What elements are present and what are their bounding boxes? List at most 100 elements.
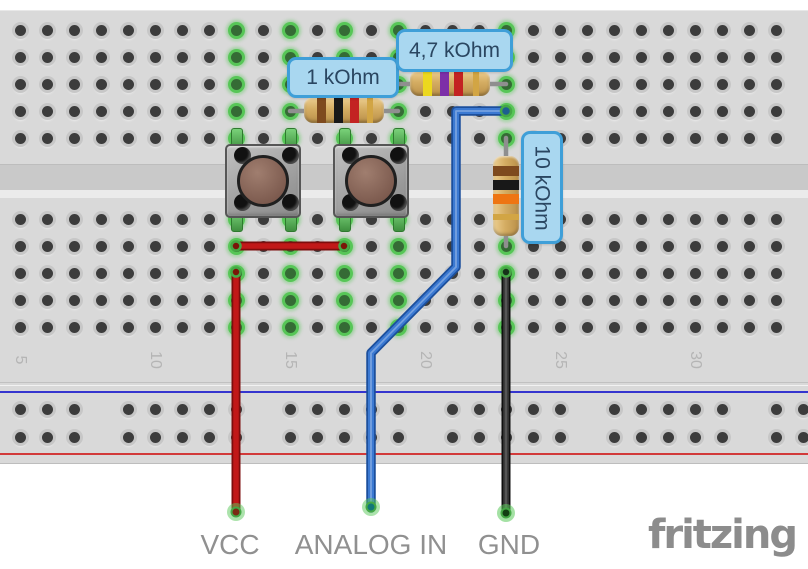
hole: [14, 321, 26, 333]
hole: [257, 321, 269, 333]
label-resistor-4k7[interactable]: 4,7 kOhm: [396, 29, 513, 72]
hole: [365, 321, 377, 333]
hole: [230, 267, 242, 279]
positive-rail-line: [0, 453, 808, 455]
hole: [338, 240, 350, 252]
resistor-10k[interactable]: [493, 156, 519, 236]
hole: [716, 132, 728, 144]
hole: [365, 24, 377, 36]
hole: [176, 403, 188, 415]
hole: [176, 51, 188, 63]
hole: [95, 24, 107, 36]
label-resistor-10k[interactable]: 10 kOhm: [521, 131, 563, 244]
resistor-1k[interactable]: [304, 97, 384, 123]
hole: [203, 213, 215, 225]
hole: [95, 267, 107, 279]
column-number: 15: [282, 351, 299, 369]
hole: [608, 431, 620, 443]
hole: [311, 213, 323, 225]
hole: [14, 105, 26, 117]
hole: [581, 294, 593, 306]
label-resistor-1k[interactable]: 1 kOhm: [287, 57, 399, 98]
hole: [68, 321, 80, 333]
hole: [743, 213, 755, 225]
hole: [122, 431, 134, 443]
hole: [41, 51, 53, 63]
hole: [14, 24, 26, 36]
hole: [149, 51, 161, 63]
band-red: [350, 97, 359, 123]
hole: [149, 132, 161, 144]
band-gold: [367, 97, 373, 123]
hole: [527, 431, 539, 443]
hole: [122, 213, 134, 225]
hole: [743, 105, 755, 117]
resistor-4k7[interactable]: [410, 70, 490, 96]
hole: [500, 105, 512, 117]
hole: [68, 213, 80, 225]
vcc-label: VCC: [200, 529, 260, 560]
hole: [635, 24, 647, 36]
hole: [176, 267, 188, 279]
hole: [149, 403, 161, 415]
hole: [554, 78, 566, 90]
hole: [635, 431, 647, 443]
hole: [14, 240, 26, 252]
hole: [608, 403, 620, 415]
hole: [41, 294, 53, 306]
hole: [176, 78, 188, 90]
hole: [743, 132, 755, 144]
hole: [41, 321, 53, 333]
label-text: 1 kOhm: [306, 65, 380, 89]
hole: [689, 240, 701, 252]
hole: [284, 294, 296, 306]
pushbutton-1[interactable]: [225, 144, 301, 218]
hole: [338, 267, 350, 279]
hole: [635, 240, 647, 252]
hole: [230, 78, 242, 90]
hole: [662, 51, 674, 63]
hole: [689, 294, 701, 306]
hole: [419, 132, 431, 144]
hole: [230, 431, 242, 443]
hole: [41, 267, 53, 279]
hole: [419, 105, 431, 117]
hole: [608, 321, 620, 333]
button-corner-contact: [281, 193, 299, 211]
hole: [257, 78, 269, 90]
hole: [122, 132, 134, 144]
hole: [365, 431, 377, 443]
hole: [149, 213, 161, 225]
hole: [311, 321, 323, 333]
hole: [662, 267, 674, 279]
hole: [689, 321, 701, 333]
hole: [554, 51, 566, 63]
hole: [284, 321, 296, 333]
column-number: 25: [552, 351, 569, 369]
hole: [365, 267, 377, 279]
hole: [176, 24, 188, 36]
hole: [635, 213, 647, 225]
hole: [770, 78, 782, 90]
hole: [446, 213, 458, 225]
hole: [95, 213, 107, 225]
hole: [581, 240, 593, 252]
hole: [392, 431, 404, 443]
fritzing-logo: fritzing: [647, 512, 798, 558]
hole: [68, 78, 80, 90]
hole: [95, 294, 107, 306]
hole: [581, 24, 593, 36]
hole: [581, 213, 593, 225]
hole: [473, 105, 485, 117]
button-corner-contact: [389, 193, 407, 211]
button-cap[interactable]: [237, 155, 289, 207]
hole: [419, 267, 431, 279]
hole: [149, 431, 161, 443]
hole: [689, 403, 701, 415]
hole: [149, 321, 161, 333]
hole: [635, 51, 647, 63]
hole: [257, 240, 269, 252]
hole: [527, 24, 539, 36]
pushbutton-2[interactable]: [333, 144, 409, 218]
button-cap[interactable]: [345, 155, 397, 207]
